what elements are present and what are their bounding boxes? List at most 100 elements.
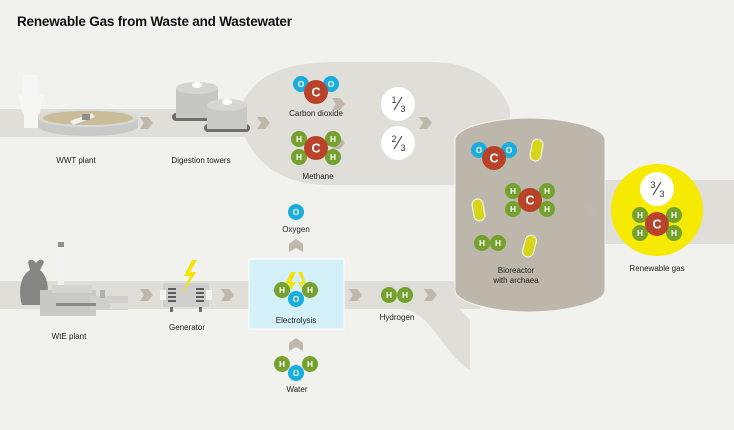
- hydrogen-symbol: H: [279, 359, 285, 369]
- hydrogen-symbol: H: [402, 290, 408, 300]
- oxygen-symbol: O: [328, 79, 335, 89]
- oxygen-symbol: O: [293, 207, 300, 217]
- lightning-icon: [181, 260, 197, 296]
- fraction-text-methane: 23: [391, 134, 405, 153]
- hydrogen-symbol: H: [544, 186, 550, 196]
- label-digestion-towers: Digestion towers: [171, 156, 231, 165]
- molecule-electrolysis-water: H HO: [274, 282, 318, 307]
- carbon-symbol: C: [311, 86, 320, 100]
- label-electrolysis: Electrolysis: [275, 316, 317, 325]
- oxygen-atom: [288, 365, 304, 381]
- diagram-title: Renewable Gas from Waste and Wastewater: [17, 14, 292, 29]
- hydrogen-symbol: H: [279, 285, 285, 295]
- carbon-symbol: C: [311, 142, 320, 156]
- archaea-icon: [522, 234, 537, 258]
- label-wwt-plant: WWT plant: [56, 156, 96, 165]
- hydrogen-atom: [632, 225, 648, 241]
- hydrogen-symbol: H: [510, 186, 516, 196]
- svg-text:3: 3: [400, 143, 405, 153]
- flow-arrow-icon: [140, 117, 153, 129]
- hydrogen-atom: [505, 183, 521, 199]
- hydrogen-atom: [539, 201, 555, 217]
- hydrogen-symbol: H: [307, 285, 313, 295]
- flow-arrow-icon: [349, 289, 362, 301]
- hydrogen-atom: [291, 149, 307, 165]
- hydrogen-symbol: H: [330, 134, 336, 144]
- archaea-icon: [529, 138, 544, 162]
- oxygen-atom: [288, 204, 304, 220]
- label-oxygen: Oxygen: [282, 225, 310, 234]
- hydrogen-atom: [666, 225, 682, 241]
- oxygen-atom: [288, 291, 304, 307]
- hydrogen-atom: [291, 131, 307, 147]
- hydrogen-atom: [325, 131, 341, 147]
- molecule-oxygen: O: [288, 204, 304, 220]
- svg-text:3: 3: [650, 180, 655, 190]
- flow-arrow-icon: [140, 289, 153, 301]
- carbon-symbol: C: [525, 194, 534, 208]
- flow-arrow-icon: [257, 117, 270, 129]
- label-wte-plant: WtE plant: [51, 332, 87, 341]
- hydrogen-symbol: H: [544, 204, 550, 214]
- archaea-group: [471, 138, 544, 258]
- carbon-symbol: C: [652, 218, 661, 232]
- label-renewable-gas: Renewable gas: [629, 264, 685, 273]
- label-water: Water: [286, 385, 308, 394]
- flow-arrow-icon: [424, 289, 437, 301]
- wwt-plant-illustration: [38, 109, 138, 136]
- molecule-bioreactor-co2: O OC: [471, 142, 517, 170]
- oxygen-symbol: O: [506, 145, 513, 155]
- carbon-atom: [518, 188, 542, 212]
- flow-arrow-icon: [289, 239, 303, 252]
- oxygen-symbol: O: [476, 145, 483, 155]
- hydrogen-symbol: H: [637, 228, 643, 238]
- carbon-atom: [304, 136, 328, 160]
- hydrogen-symbol: H: [330, 152, 336, 162]
- hydrogen-symbol: H: [637, 210, 643, 220]
- lightning-icon: [298, 272, 308, 300]
- hydrogen-atom: [666, 207, 682, 223]
- generator-illustration: [160, 260, 212, 312]
- hydrogen-symbol: H: [671, 210, 677, 220]
- digestion-towers-illustration: [172, 82, 250, 132]
- flow-arrow-icon: [221, 289, 234, 301]
- svg-text:3: 3: [400, 104, 405, 114]
- svg-text:2: 2: [391, 134, 396, 144]
- hydrogen-atom: [474, 235, 490, 251]
- label-hydrogen: Hydrogen: [379, 313, 415, 322]
- flow-arrow-icon: [289, 338, 303, 351]
- toilet-icon: [18, 75, 44, 128]
- flow-arrow-icon: [584, 204, 597, 216]
- hydrogen-symbol: H: [479, 238, 485, 248]
- hydrogen-atom: [381, 287, 397, 303]
- hydrogen-atom: [505, 201, 521, 217]
- svg-text:1: 1: [391, 95, 396, 105]
- carbon-atom: [304, 80, 328, 104]
- svg-text:3: 3: [659, 189, 664, 199]
- hydrogen-symbol: H: [510, 204, 516, 214]
- hydrogen-symbol: H: [296, 152, 302, 162]
- fraction-text-renewable-gas: 33: [650, 180, 664, 199]
- hydrogen-atom: [632, 207, 648, 223]
- flow-arrow-icon: [419, 117, 432, 129]
- hydrogen-atom: [274, 356, 290, 372]
- wte-plant-illustration: [40, 242, 128, 316]
- hydrogen-symbol: H: [495, 238, 501, 248]
- oxygen-symbol: O: [293, 368, 300, 378]
- carbon-symbol: C: [489, 152, 498, 166]
- carbon-atom: [645, 212, 669, 236]
- hydrogen-symbol: H: [296, 134, 302, 144]
- label-bioreactor-sub: with archaea: [493, 276, 539, 285]
- oxygen-symbol: O: [293, 294, 300, 304]
- hydrogen-symbol: H: [386, 290, 392, 300]
